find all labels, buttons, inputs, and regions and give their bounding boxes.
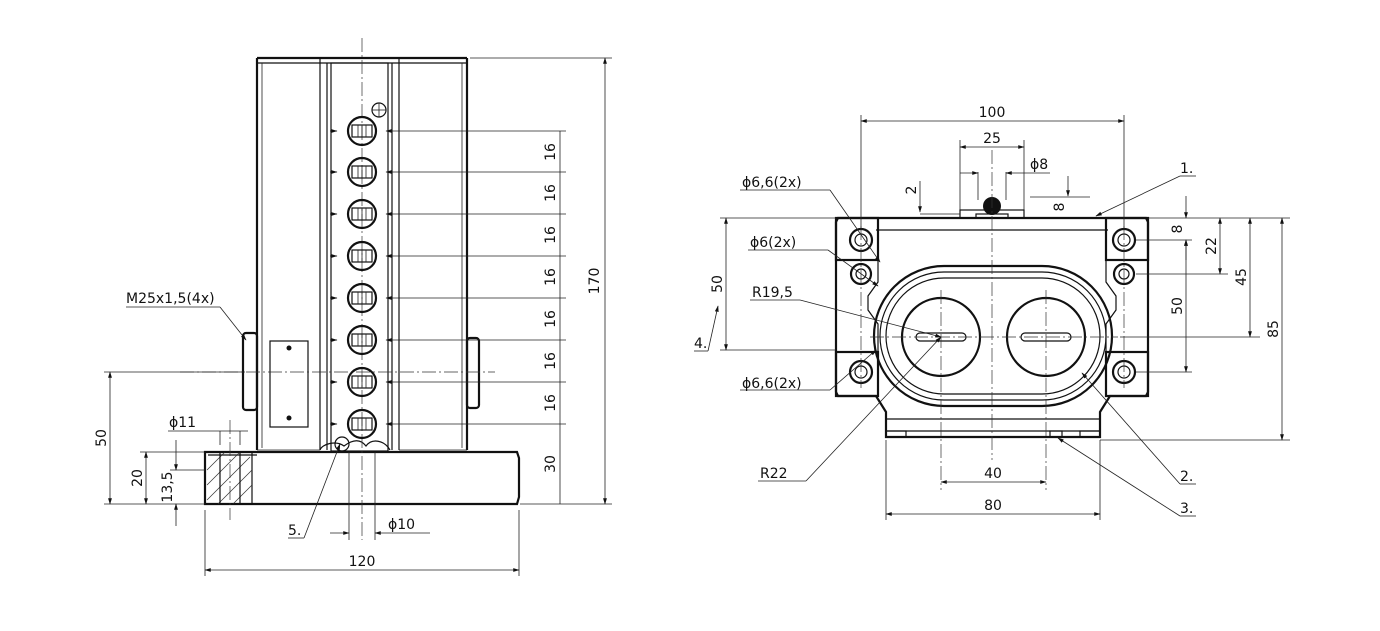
dim-16: 16 [543,394,559,412]
dim-170: 170 [587,268,603,295]
dim-dia-8: ϕ8 [1030,157,1048,173]
housing-outline [255,56,469,451]
hole-label-b: ϕ6(2x) [750,235,796,251]
push-button [346,156,378,188]
dim-85: 85 [1266,320,1282,338]
dim-80: 80 [984,498,1002,514]
button-pitch-dimensions: 16 16 16 16 16 16 16 30 170 [470,57,612,505]
dim-16: 16 [543,143,559,161]
callout-2: 2. [1180,469,1193,485]
dim-dia-11: ϕ11 [169,415,196,431]
push-button [346,366,378,398]
right-cable-gland [465,336,481,410]
push-button [346,198,378,230]
dim-16: 16 [543,184,559,202]
callout-3: 3. [1180,501,1193,517]
left-cable-gland [241,331,309,428]
dim-50-left: 50 [710,275,726,293]
dim-40: 40 [984,466,1002,482]
thread-label: M25x1,5(4x) [126,291,215,307]
right-callouts: ϕ6,6(2x) ϕ6(2x) R19,5 ϕ6,6(2x) R22 1. 2.… [694,161,1196,517]
radius-22: R22 [760,466,788,482]
right-dimensions: 100 25 ϕ8 2 8 8 2 [710,105,1290,520]
left-view: 16 16 16 16 16 16 16 30 170 50 20 13,5 [94,38,612,576]
hole-label-c: ϕ6,6(2x) [742,376,802,392]
callout-1: 1. [1180,161,1193,177]
dim-16: 16 [543,226,559,244]
dim-22: 22 [1204,237,1220,255]
push-button [346,115,378,147]
dim-2: 2 [904,186,920,195]
dim-16: 16 [543,310,559,328]
dim-8-right: 8 [1170,225,1186,234]
push-button [346,324,378,356]
dim-100: 100 [979,105,1006,121]
dim-45: 45 [1234,268,1250,286]
dim-50: 50 [94,429,110,447]
callout-4: 4. [694,336,707,352]
dim-25: 25 [983,131,1001,147]
push-button [346,282,378,314]
callout-5: 5. [288,523,301,539]
right-view: 100 25 ϕ8 2 8 8 2 [694,105,1290,520]
dim-16: 16 [543,268,559,286]
front-plate [330,62,389,452]
dim-16: 16 [543,352,559,370]
left-height-dimensions: 50 20 13,5 ϕ11 120 ϕ10 [94,371,520,576]
hole-label-a: ϕ6,6(2x) [742,175,802,191]
enclosure-outline [834,216,1150,439]
dim-50-right: 50 [1170,297,1186,315]
dim-30: 30 [543,455,559,473]
dim-13-5: 13,5 [160,471,176,502]
push-button [346,408,378,440]
button-leaders [330,129,566,426]
radius-19-5: R19,5 [752,285,793,301]
button-frame [860,150,1125,490]
dim-8-top: 8 [1052,203,1068,212]
dim-dia-10: ϕ10 [388,517,415,533]
push-buttons [334,102,387,452]
dim-120: 120 [349,554,376,570]
dim-20: 20 [130,469,146,487]
push-button [346,240,378,272]
